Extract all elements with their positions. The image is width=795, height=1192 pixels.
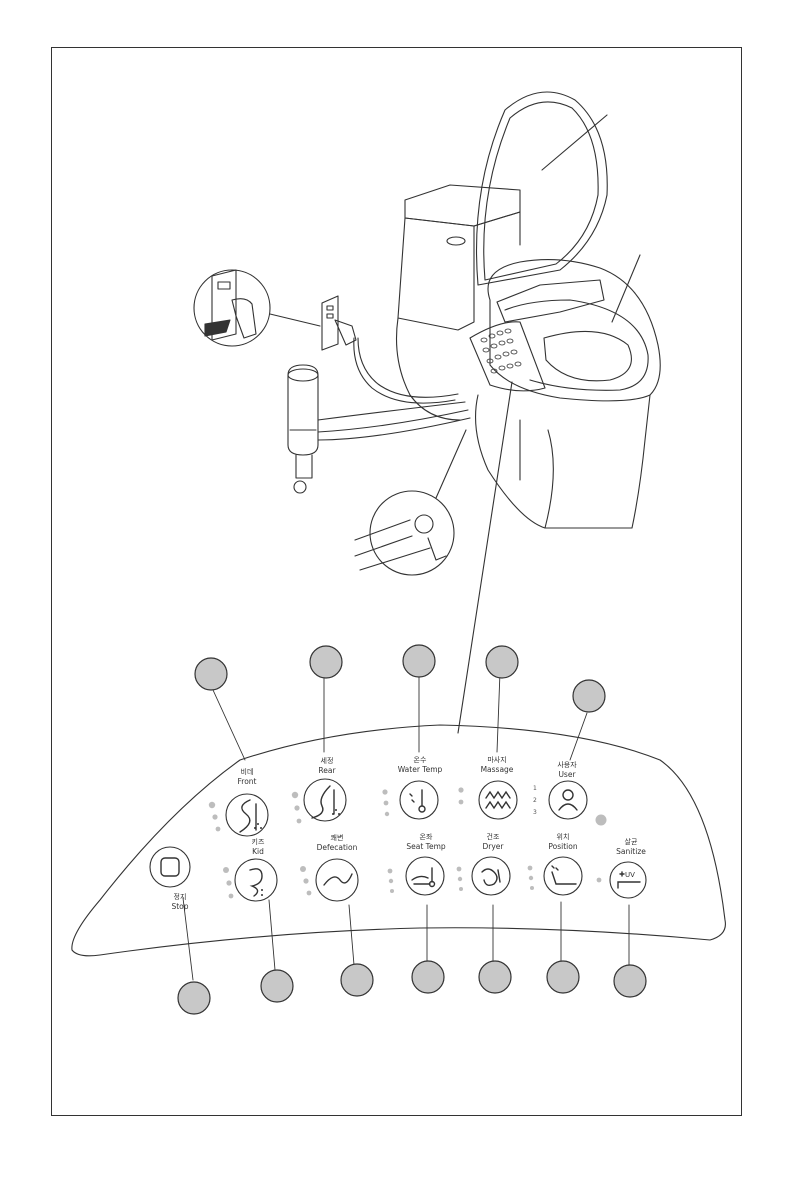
callout-position bbox=[547, 961, 579, 993]
callout-water-temp bbox=[403, 645, 435, 677]
dryer-button[interactable] bbox=[472, 857, 510, 895]
callout-dryer bbox=[479, 961, 511, 993]
sanitize-button[interactable] bbox=[610, 862, 646, 898]
callout-kid bbox=[261, 970, 293, 1002]
position-button[interactable] bbox=[544, 857, 582, 895]
water-temp-button[interactable] bbox=[400, 781, 438, 819]
callout-stop bbox=[178, 982, 210, 1014]
callout-massage bbox=[486, 646, 518, 678]
toilet-seat bbox=[488, 260, 660, 401]
callout-user bbox=[573, 680, 605, 712]
massage-level-1: 1 bbox=[533, 785, 537, 792]
callout-front bbox=[195, 658, 227, 690]
uv-icon-text: UV bbox=[625, 871, 635, 879]
leader-seat bbox=[612, 255, 640, 322]
callout-seat-temp bbox=[412, 961, 444, 993]
plug-detail bbox=[194, 270, 320, 346]
callout-defecation bbox=[341, 964, 373, 996]
massage-button[interactable] bbox=[479, 781, 517, 819]
leader-panel bbox=[458, 382, 512, 733]
leader-lid bbox=[542, 115, 607, 170]
stop-button[interactable] bbox=[150, 847, 190, 887]
toilet-tank bbox=[397, 185, 521, 420]
callout-rear bbox=[310, 646, 342, 678]
toilet-bowl bbox=[476, 395, 650, 528]
callout-sanitize bbox=[614, 965, 646, 997]
wall-outlet bbox=[322, 296, 458, 403]
seat-temp-button[interactable] bbox=[406, 857, 444, 895]
massage-level-3: 3 bbox=[533, 809, 537, 816]
massage-level-2: 2 bbox=[533, 797, 537, 804]
hose-detail bbox=[355, 430, 466, 575]
defecation-button[interactable] bbox=[316, 859, 358, 901]
